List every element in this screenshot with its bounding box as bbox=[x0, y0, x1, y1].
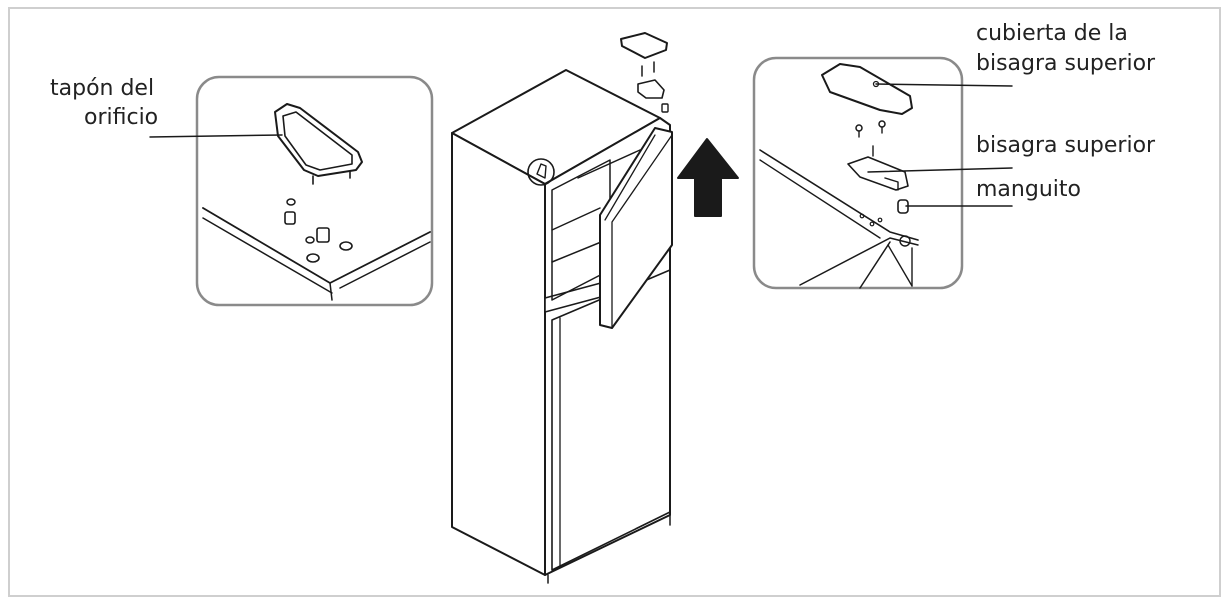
sleeve-label: manguito bbox=[976, 177, 1081, 202]
top-hinge-inset bbox=[752, 56, 1013, 290]
top-hinge-label: bisagra superior bbox=[976, 133, 1156, 158]
hole-plug-inset bbox=[149, 75, 434, 307]
upper-door bbox=[599, 127, 673, 329]
hole-plug-label-line1: tapón del bbox=[50, 76, 155, 101]
hinge-cover-label-line1: cubierta de la bbox=[976, 21, 1128, 46]
hinge-cover-part bbox=[821, 63, 913, 115]
top-hinge-part bbox=[847, 156, 909, 191]
hinge-cover-label-line2: bisagra superior bbox=[976, 51, 1156, 76]
hole-plug-part bbox=[274, 103, 363, 185]
hole-plug-label-line2: orificio bbox=[84, 105, 159, 130]
diagram-frame bbox=[8, 7, 1221, 597]
refrigerator bbox=[451, 32, 673, 584]
top-hinge-parts bbox=[620, 32, 669, 113]
arrow-up-icon bbox=[677, 138, 739, 217]
